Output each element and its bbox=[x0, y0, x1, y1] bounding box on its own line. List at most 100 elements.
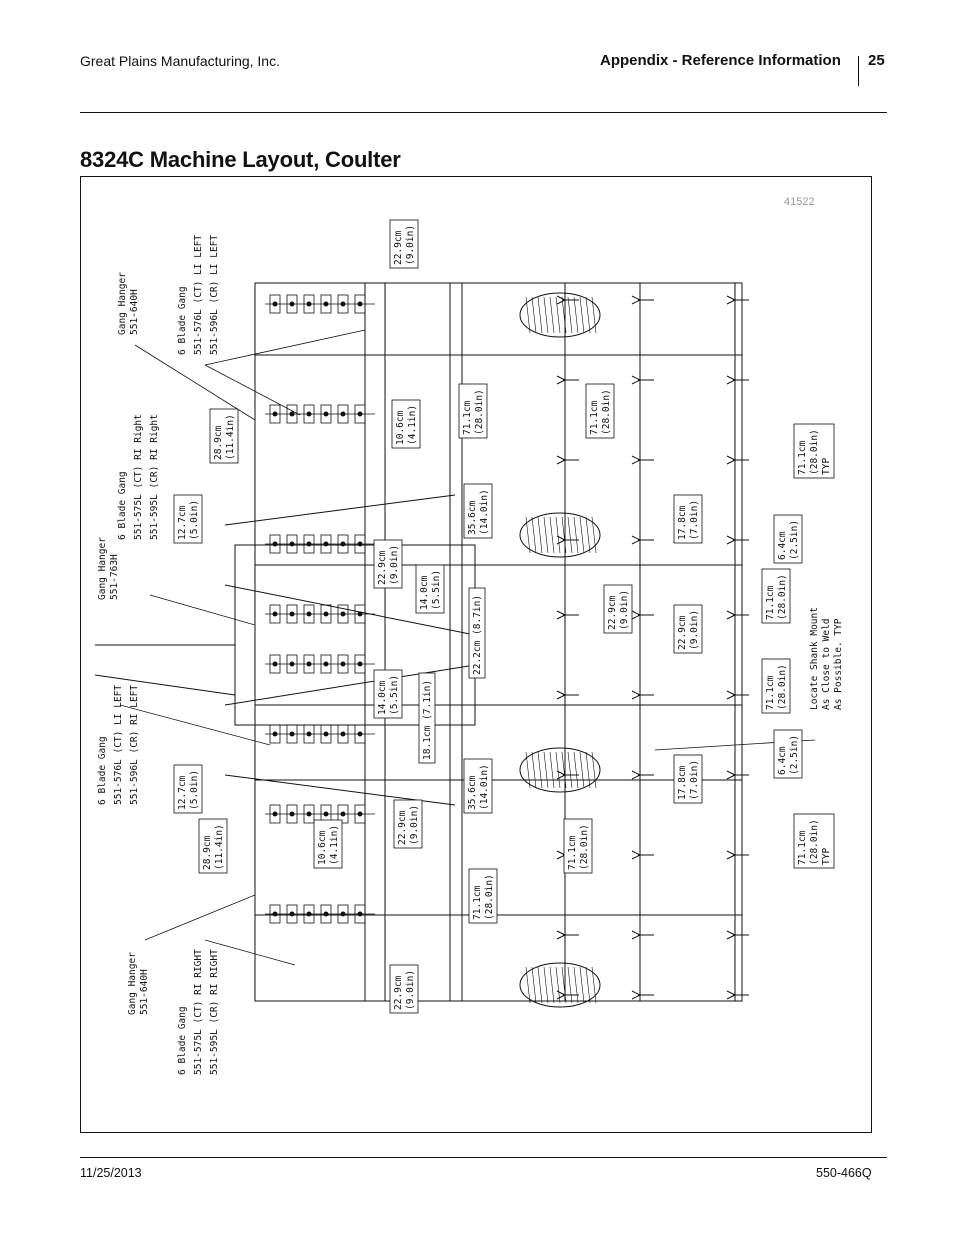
dimension-text: 6.4cm bbox=[777, 746, 788, 775]
leader-lines bbox=[119, 329, 816, 966]
blade-gang bbox=[265, 724, 375, 744]
shank-mount bbox=[631, 850, 654, 860]
dimension-text: 18.1cm (7.1in) bbox=[422, 680, 433, 760]
dimension-label: 18.1cm (7.1in) bbox=[418, 672, 436, 764]
dimension-text: 22.9cm bbox=[677, 615, 688, 650]
page-title: 8324C Machine Layout, Coulter bbox=[80, 147, 401, 172]
dimension-text: 17.8cm bbox=[677, 765, 688, 800]
dimension-label: 35.6cm(14.0in) bbox=[463, 483, 493, 539]
blade-gang bbox=[265, 534, 375, 554]
shank-mount bbox=[556, 375, 579, 385]
shank-mount bbox=[726, 850, 749, 860]
tire bbox=[519, 292, 601, 338]
shank-mount bbox=[631, 770, 654, 780]
shank-mount bbox=[556, 930, 579, 940]
dimension-text: 12.7cm bbox=[177, 505, 188, 540]
dimension-text: 17.8cm bbox=[677, 505, 688, 540]
dimension-text: 71.1cm bbox=[765, 585, 776, 620]
weld-note: Locate Shank Mount As Close to Weld As P… bbox=[809, 601, 844, 710]
dimension-label: 12.7cm(5.0in) bbox=[173, 764, 203, 814]
machine-layout-drawing: Gang Hanger 551-640H 6 Blade Gang 551-57… bbox=[95, 219, 844, 1075]
dimension-label: 71.1cm(28.0in)TYP bbox=[793, 423, 835, 479]
dimension-text: (7.0in) bbox=[689, 500, 700, 540]
footer-doc-number: 550-466Q bbox=[816, 1166, 872, 1180]
dimension-label: 71.1cm(28.0in) bbox=[761, 658, 791, 714]
dimension-text: (28.0in) bbox=[474, 389, 485, 435]
blade-gang-label-bottom: 6 Blade Gang 551-575L (CT) RI RIGHT 551-… bbox=[177, 943, 220, 1075]
blade-gang bbox=[265, 654, 375, 674]
gang-hanger-label-763h: Gang Hanger 551-763H bbox=[97, 531, 120, 600]
header-divider bbox=[858, 56, 859, 86]
dimension-label: 71.1cm(28.0in) bbox=[585, 383, 615, 439]
dimension-text: 10.6cm bbox=[395, 410, 406, 445]
dimension-text: 6.4cm bbox=[777, 531, 788, 560]
shank-mount bbox=[726, 610, 749, 620]
dimension-label: 14.0cm(5.5in) bbox=[415, 564, 445, 614]
dimension-text: (28.0in) bbox=[484, 874, 495, 920]
dimension-label: 10.6cm(4.1in) bbox=[391, 399, 421, 449]
dimension-text: 28.9cm bbox=[213, 425, 224, 460]
dimension-text: TYP bbox=[821, 458, 832, 475]
dimension-text: (28.0in) bbox=[809, 429, 820, 475]
section-title: Appendix - Reference Information bbox=[600, 52, 841, 69]
figure-number: 41522 bbox=[784, 196, 815, 208]
dimension-text: 12.7cm bbox=[177, 775, 188, 810]
dimension-text: 10.6cm bbox=[317, 830, 328, 865]
dimension-label: 71.1cm(28.0in) bbox=[458, 383, 488, 439]
shank-mount bbox=[556, 295, 579, 305]
dimension-text: 22.9cm bbox=[377, 550, 388, 585]
blade-gang-label-mid-right: 6 Blade Gang 551-575L (CT) RI Right 551-… bbox=[117, 408, 160, 540]
dimension-text: 71.1cm bbox=[797, 830, 808, 865]
dimension-text: 35.6cm bbox=[467, 775, 478, 810]
dimension-text: 22.9cm bbox=[397, 810, 408, 845]
dimension-text: 14.0cm bbox=[377, 680, 388, 715]
tire bbox=[519, 512, 601, 558]
blade-gang-label-top: 6 Blade Gang 551-576L (CT) LI LEFT 551-5… bbox=[177, 229, 220, 355]
shank-mount bbox=[631, 990, 654, 1000]
dimension-label: 22.9cm(9.0in) bbox=[389, 219, 419, 269]
shank-mount bbox=[631, 455, 654, 465]
blade-gang bbox=[265, 294, 375, 314]
shank-mount bbox=[726, 295, 749, 305]
dimension-text: (9.0in) bbox=[409, 805, 420, 845]
dimension-label: 14.0cm(5.5in) bbox=[373, 669, 403, 719]
dimension-label: 28.9cm(11.4in) bbox=[209, 408, 239, 464]
figure-frame bbox=[80, 176, 872, 1133]
dimension-text: (14.0in) bbox=[479, 489, 490, 535]
dimension-text: (28.0in) bbox=[579, 824, 590, 870]
dimension-text: 28.9cm bbox=[202, 835, 213, 870]
shank-mount bbox=[631, 610, 654, 620]
dimension-label: 10.6cm(4.1in) bbox=[313, 819, 343, 869]
shank-mount bbox=[556, 610, 579, 620]
dimension-text: (9.0in) bbox=[619, 590, 630, 630]
dimension-text: 71.1cm bbox=[797, 440, 808, 475]
dimension-label: 22.9cm(9.0in) bbox=[389, 964, 419, 1014]
shank-mount bbox=[726, 770, 749, 780]
shank-mount bbox=[631, 690, 654, 700]
dimension-text: 71.1cm bbox=[472, 885, 483, 920]
header-rule bbox=[80, 112, 887, 113]
dimension-text: (28.0in) bbox=[777, 664, 788, 710]
tire bbox=[519, 747, 601, 793]
machine-frame bbox=[95, 282, 743, 1002]
dimension-label: 22.9cm(9.0in) bbox=[673, 604, 703, 654]
dimension-label: 22.2cm (8.7in) bbox=[468, 587, 486, 679]
tire bbox=[519, 962, 601, 1008]
page-number: 25 bbox=[868, 52, 885, 69]
dimension-text: (4.1in) bbox=[407, 405, 418, 445]
shank-mount bbox=[556, 770, 579, 780]
dimension-text: 71.1cm bbox=[567, 835, 578, 870]
dimension-text: (9.0in) bbox=[389, 545, 400, 585]
shank-mount bbox=[631, 535, 654, 545]
dimension-label: 71.1cm(28.0in) bbox=[761, 568, 791, 624]
blade-gang bbox=[265, 404, 375, 424]
gang-hanger-label-top: Gang Hanger 551-640H bbox=[117, 266, 140, 335]
dimension-text: 22.9cm bbox=[393, 230, 404, 265]
shank-mount bbox=[631, 930, 654, 940]
shank-mount bbox=[556, 990, 579, 1000]
dimension-text: 22.9cm bbox=[393, 975, 404, 1010]
shank-mount bbox=[556, 690, 579, 700]
shank-mount bbox=[631, 375, 654, 385]
dimension-label: 12.7cm(5.0in) bbox=[173, 494, 203, 544]
dimension-text: 71.1cm bbox=[765, 675, 776, 710]
